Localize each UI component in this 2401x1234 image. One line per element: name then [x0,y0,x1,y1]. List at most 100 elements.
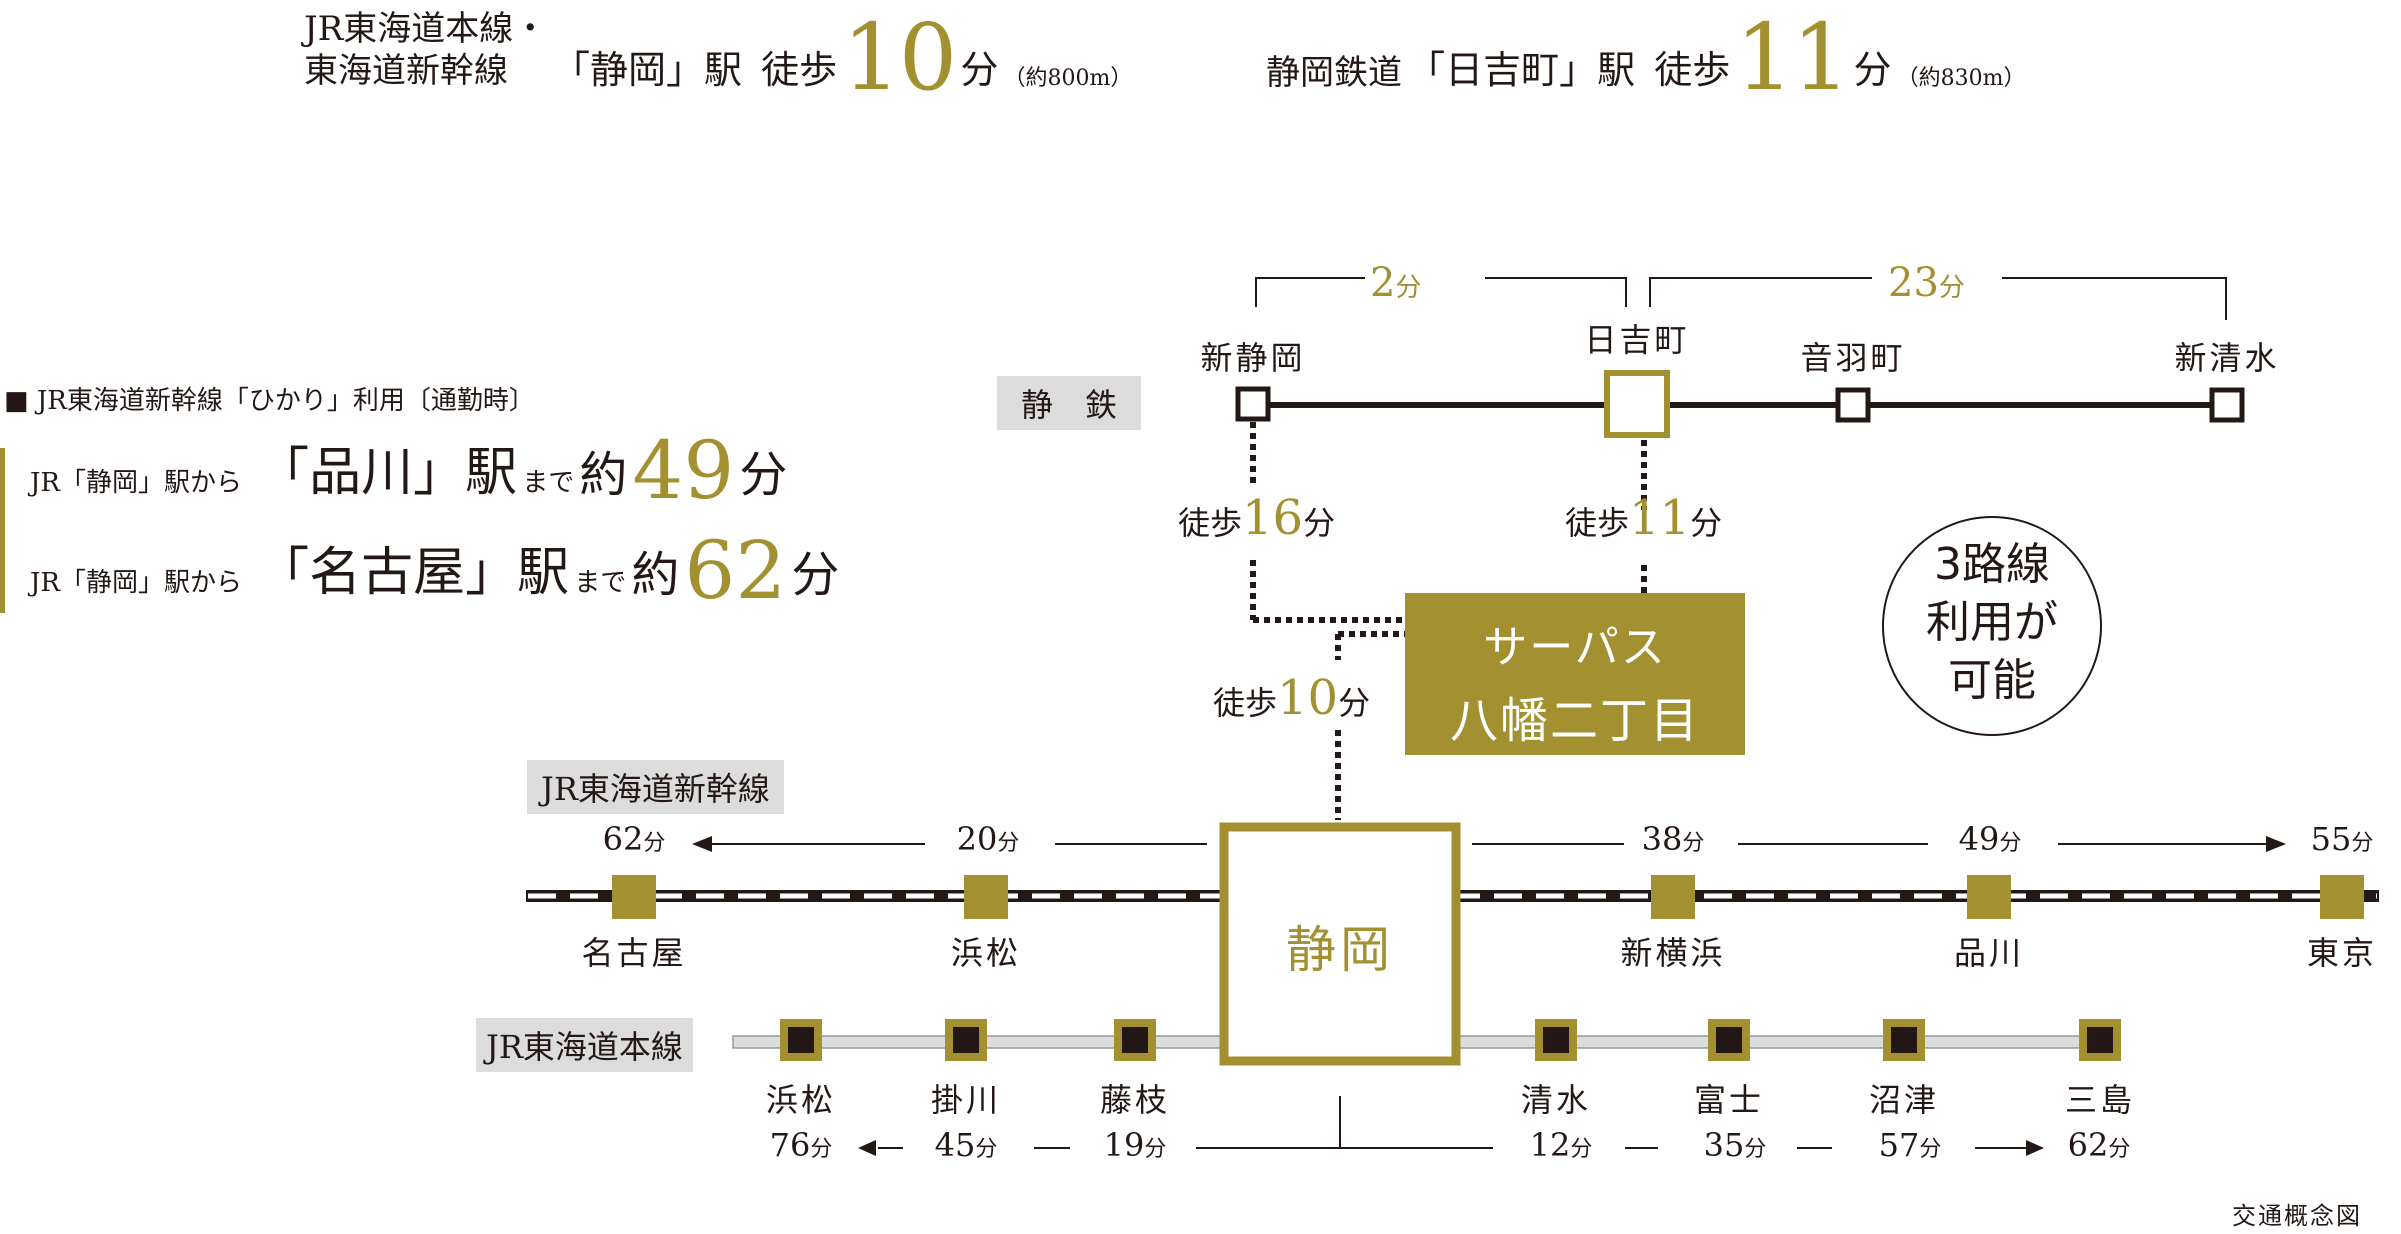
badge-line1: 3路線 [1934,539,2050,590]
walk-time-shinshizuoka: 徒歩16分 [1178,490,1335,546]
commute-approx: 約 [579,447,628,503]
hub-station-shizuoka: 静岡 [1286,921,1394,979]
station-marker-otowacho [1835,387,1871,423]
commute-approx: 約 [631,547,680,603]
station-shimizu: 清水 [1520,1081,1592,1119]
walk-unit: 分 [1690,504,1723,542]
honsen-station-markers [780,1019,2121,1061]
time-unit: 分 [2108,1137,2131,1162]
span-left-num: 2 [1370,260,1396,306]
shizutetsu-time-left: 2分 [1370,260,1421,306]
span-right-num: 23 [1888,260,1939,306]
station-hiyoshicho: 日吉町 [1584,321,1690,359]
commute-unit: 分 [791,547,840,603]
walk-label: 徒歩 [1213,684,1278,722]
jr-line-name-1: JR東海道本線・ [304,9,548,49]
time-unit: 分 [1570,1137,1593,1162]
shizutetsu-station-access: 静岡鉄道 「日吉町」駅 徒歩 11 分 （約830m） [1266,12,2025,104]
station-marker-hiyoshicho [1604,370,1670,438]
station-mishima: 三島 [2064,1081,2136,1119]
property-name-line1: サーパス [1483,622,1667,673]
shizutetsu-line-label: 静 鉄 [997,376,1141,430]
time-num: 20 [956,820,998,858]
time-unit: 分 [1744,1137,1767,1162]
station-marker-shinshimizu [2209,387,2245,423]
commute-dest: 「品川」駅 [257,443,518,503]
walking-paths [1250,422,1647,820]
arrow-east-head [2266,836,2286,852]
shizutetsu-time-brackets [1255,277,2227,320]
time-num: 19 [1103,1126,1145,1164]
badge-line3: 可能 [1948,655,2036,706]
jr-station-access: 「静岡」駅 徒歩 10 分 （約800m） [552,12,1132,104]
commute-dest: 「名古屋」駅 [257,543,570,603]
jr-line-names: JR東海道本線・ 東海道新幹線 [304,8,547,92]
honsen-time-fuji: 35分 [1704,1126,1767,1164]
honsen-arrow-east-head [2026,1140,2044,1156]
honsen-line-label: JR東海道本線 [476,1018,693,1072]
time-unit: 分 [1999,831,2022,856]
time-unit: 分 [1682,831,1705,856]
time-num: 49 [1958,820,2000,858]
jr-distance: （約800m） [1003,66,1133,91]
commute-from: JR「静岡」駅から [30,468,242,498]
arrow-west-head [692,836,712,852]
station-shinagawa: 品川 [1953,934,2025,972]
station-numazu: 沼津 [1868,1081,1940,1119]
time-unit: 分 [997,831,1020,856]
shinkansen-station-markers [612,875,2364,919]
station-hamamatsu-shinkansen: 浜松 [950,934,1022,972]
honsen-time-fujieda: 19分 [1104,1126,1167,1164]
shinkansen-time-shinagawa: 49分 [1959,820,2022,858]
jr-line-name-2: 東海道新幹線 [304,51,508,91]
station-shinshizuoka: 新静岡 [1200,339,1306,377]
time-num: 62 [602,820,644,858]
station-shinshimizu: 新清水 [2174,339,2280,377]
three-lines-badge: 3路線 利用が 可能 [1883,536,2101,710]
station-marker-shinshizuoka [1235,386,1271,422]
sz-station-name: 「日吉町」駅 [1407,48,1636,92]
time-unit: 分 [810,1137,833,1162]
time-unit: 分 [2351,831,2374,856]
station-kakegawa: 掛川 [930,1081,1002,1119]
shizuoka-hub-box [1219,822,1461,1066]
three-lines-badge-circle [1882,516,2102,736]
time-unit: 分 [1919,1137,1942,1162]
shizutetsu-time-right: 23分 [1888,260,1965,306]
walk-time-hiyoshicho: 徒歩11分 [1565,490,1722,546]
diagram-caption: 交通概念図 [2232,1202,2362,1230]
commute-accent-bar [0,448,5,613]
time-num: 35 [1703,1126,1745,1164]
sz-walk-minutes: 11 [1735,4,1850,111]
commute-minutes: 49 [632,424,735,517]
walk-label: 徒歩 [1565,504,1630,542]
commute-heading: ■ JR東海道新幹線「ひかり」利用〔通勤時〕 [4,386,535,416]
jr-walk-minutes: 10 [842,4,957,111]
property-name-line2: 八幡二丁目 [1449,693,1700,749]
walk-minutes: 11 [1629,490,1691,546]
time-num: 57 [1878,1126,1920,1164]
sz-distance: （約830m） [1896,66,2026,91]
walk-unit: 分 [1303,504,1336,542]
walk-minutes: 10 [1277,670,1339,726]
commute-from: JR「静岡」駅から [30,568,242,598]
shinkansen-time-hamamatsu: 20分 [957,820,1020,858]
time-num: 38 [1641,820,1683,858]
honsen-time-connectors [878,1096,2026,1149]
sz-walk-unit: 分 [1853,48,1892,92]
time-unit: 分 [1144,1137,1167,1162]
station-fuji: 富士 [1693,1081,1765,1119]
time-num: 12 [1529,1126,1571,1164]
property-box: サーパス 八幡二丁目 [1405,593,1745,755]
station-fujieda: 藤枝 [1099,1081,1171,1119]
jr-station-name: 「静岡」駅 [552,48,743,92]
honsen-time-hamamatsu: 76分 [770,1126,833,1164]
shinkansen-line-label: JR東海道新幹線 [527,760,784,814]
jr-walk-unit: 分 [960,48,999,92]
time-unit: 分 [643,831,666,856]
walk-minutes: 16 [1242,490,1304,546]
shinkansen-time-tokyo: 55分 [2311,820,2374,858]
time-num: 76 [769,1126,811,1164]
sz-walk-label: 徒歩 [1654,48,1731,92]
